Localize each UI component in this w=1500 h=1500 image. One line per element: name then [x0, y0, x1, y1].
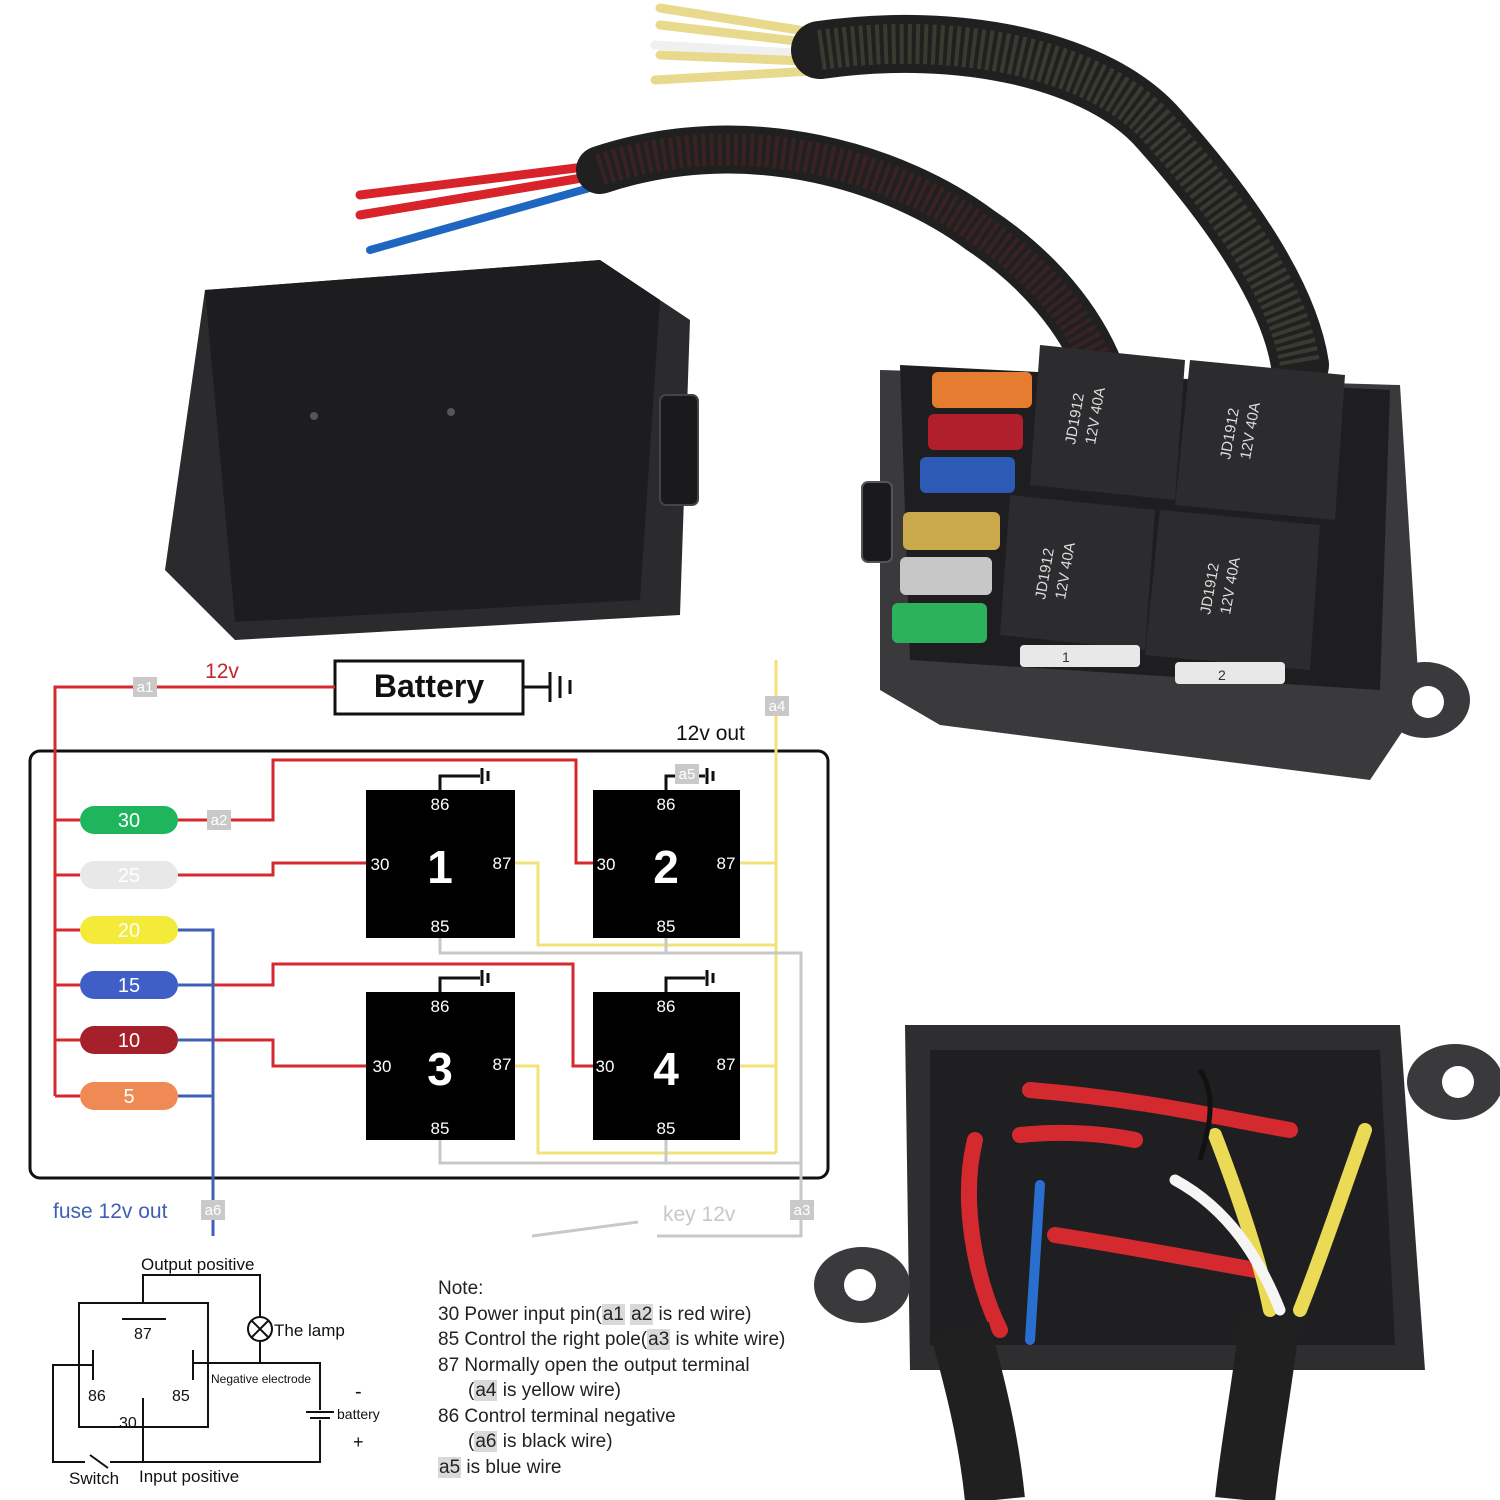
relay-number: 1	[427, 841, 453, 893]
svg-text:Switch: Switch	[69, 1469, 119, 1488]
battery-block: Battery	[333, 659, 572, 716]
svg-text:87: 87	[717, 854, 736, 873]
svg-text:85: 85	[657, 1119, 676, 1138]
svg-text:a5: a5	[679, 766, 696, 783]
svg-text:86: 86	[657, 997, 676, 1016]
note-line-3: 87 Normally open the output terminal	[438, 1354, 750, 1376]
relay-number: 2	[653, 841, 679, 893]
svg-text:86: 86	[431, 795, 450, 814]
note-block: Note: 30 Power input pin(a1 a2 is red wi…	[438, 1276, 785, 1480]
svg-text:Output positive: Output positive	[141, 1255, 254, 1274]
fuse-out-label: fuse 12v out	[53, 1200, 168, 1223]
key-12v-label: key 12v	[663, 1203, 736, 1226]
red-wires	[53, 685, 593, 1098]
svg-text:85: 85	[431, 917, 450, 936]
fuse-box-wiring-photo	[814, 1025, 1500, 1500]
blue-wire	[178, 928, 215, 1236]
svg-text:85: 85	[172, 1388, 190, 1405]
note-line-7: a5 is blue wire	[438, 1456, 562, 1478]
fuse-label: 10	[118, 1030, 140, 1052]
fuse-15: 15	[80, 971, 178, 999]
svg-text:30: 30	[119, 1415, 137, 1432]
note-line-6: (a6 is black wire)	[468, 1431, 613, 1452]
svg-text:87: 87	[493, 854, 512, 873]
svg-text:2: 2	[1218, 667, 1226, 683]
svg-text:1: 1	[1062, 649, 1070, 665]
fuse-list: 30 25 20 15 10 5	[80, 806, 178, 1110]
fuse-label: 5	[123, 1086, 134, 1108]
svg-text:86: 86	[657, 795, 676, 814]
svg-text:85: 85	[657, 917, 676, 936]
svg-text:a2: a2	[211, 812, 228, 829]
fuse-30: 30	[80, 806, 178, 834]
note-line-2: 85 Control the right pole(a3 is white wi…	[438, 1329, 786, 1350]
svg-text:30: 30	[371, 855, 390, 874]
svg-text:86: 86	[88, 1388, 106, 1405]
svg-text:a3: a3	[794, 1202, 811, 1219]
fuse-25: 25	[80, 861, 178, 889]
wire-tags: a1 a2 a4 a5 a6 a3	[133, 677, 814, 1220]
svg-text:Negative electrode: Negative electrode	[211, 1372, 311, 1386]
svg-text:-: -	[355, 1381, 362, 1403]
note-line-1: 30 Power input pin(a1 a2 is red wire)	[438, 1303, 752, 1325]
gray-wires	[438, 938, 803, 1238]
svg-text:87: 87	[717, 1055, 736, 1074]
fuse-label: 30	[118, 810, 140, 832]
svg-text:The lamp: The lamp	[274, 1321, 345, 1340]
relay-number: 4	[653, 1043, 679, 1095]
12v-out-label: 12v out	[676, 722, 745, 745]
fuse-10: 10	[80, 1026, 178, 1054]
svg-text:a1: a1	[137, 679, 154, 696]
battery-voltage: 12v	[205, 660, 239, 683]
fuse-label: 20	[118, 920, 140, 942]
relay-1: 86 85 30 87 1	[366, 790, 515, 938]
svg-text:30: 30	[596, 1057, 615, 1076]
relay-3: 86 85 30 87 3	[366, 992, 515, 1140]
relay-2: 86 85 30 87 2	[593, 790, 740, 938]
svg-text:a4: a4	[769, 698, 786, 715]
harness-wires-top	[355, 3, 1329, 394]
schematic-labels: Output positive 87 86 85 30 The lamp Neg…	[69, 1255, 380, 1488]
relay-box-outline	[28, 749, 830, 1180]
fuse-5: 5	[80, 1082, 178, 1110]
svg-text:87: 87	[493, 1055, 512, 1074]
fuse-20: 20	[80, 916, 178, 944]
relay-schematic	[52, 1274, 334, 1469]
svg-text:battery: battery	[337, 1406, 380, 1422]
svg-text:86: 86	[431, 997, 450, 1016]
svg-text:85: 85	[431, 1119, 450, 1138]
note-line-5: 86 Control terminal negative	[438, 1405, 676, 1427]
svg-text:30: 30	[597, 855, 616, 874]
svg-text:a6: a6	[205, 1202, 222, 1219]
note-title: Note:	[438, 1278, 484, 1299]
svg-text:30: 30	[373, 1057, 392, 1076]
svg-text:Input positive: Input positive	[139, 1467, 239, 1486]
yellow-wires	[515, 660, 778, 1155]
relay-number: 3	[427, 1043, 453, 1095]
note-line-4: (a4 is yellow wire)	[468, 1380, 621, 1401]
fuse-label: 25	[118, 865, 140, 887]
svg-text:87: 87	[134, 1326, 152, 1343]
relay-4: 86 85 30 87 4	[593, 992, 740, 1140]
fuse-box-cover	[165, 260, 699, 640]
svg-text:+: +	[353, 1432, 364, 1452]
fuse-label: 15	[118, 975, 140, 997]
relay-box-photo	[861, 345, 1470, 780]
battery-label: Battery	[374, 668, 484, 704]
